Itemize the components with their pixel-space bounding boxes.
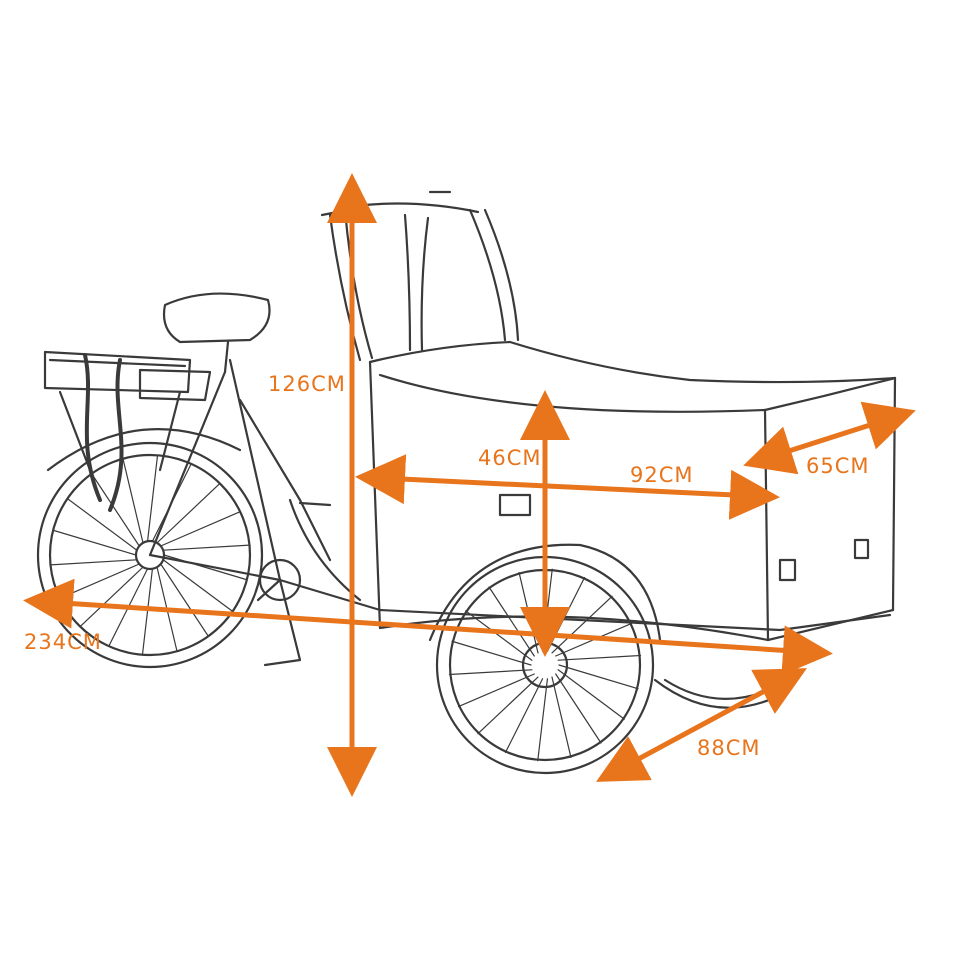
rear-rack <box>43 350 212 512</box>
arrow-total-length <box>23 578 833 676</box>
box-width-label: 65CM <box>806 454 870 478</box>
total-length-label: 234CM <box>24 630 102 654</box>
arrow-track-width <box>595 668 808 782</box>
arrow-box-width <box>743 401 916 475</box>
front-wheel-right <box>653 678 792 709</box>
arrow-box-length <box>355 454 780 520</box>
dimension-arrows <box>23 173 916 797</box>
box-height-label: 46CM <box>478 446 542 470</box>
rear-mudguard <box>46 428 242 472</box>
height-label: 126CM <box>268 372 346 396</box>
saddle <box>162 292 271 374</box>
track-width-label: 88CM <box>697 736 761 760</box>
box-length-label: 92CM <box>630 463 694 487</box>
